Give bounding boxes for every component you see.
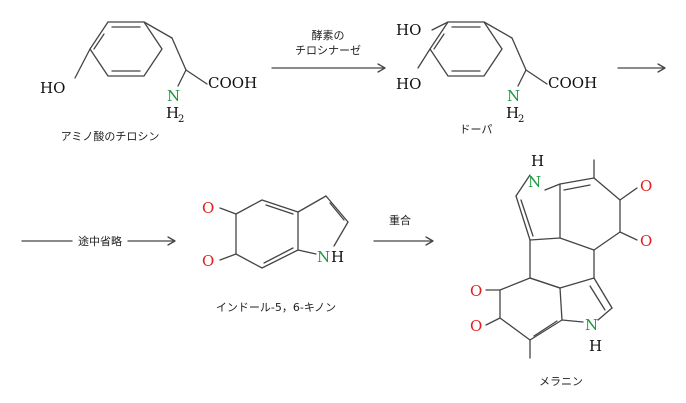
dopa-hydroxyl-label-top: HO (396, 21, 421, 39)
tyrosine-structure (74, 21, 208, 87)
melanin-oxygen-top-2: O (640, 232, 652, 250)
enzyme-label-line1: 酵素の (312, 29, 345, 42)
melanin-oxygen-bottom-1: O (470, 282, 482, 300)
reaction-arrow-4 (373, 236, 434, 246)
melanin-nitrogen-top: N (528, 173, 541, 191)
dopa-structure (417, 21, 548, 87)
enzyme-label-line2: チロシナーゼ (295, 44, 361, 57)
indole-quinone-oxygen-bottom: O (202, 252, 214, 270)
tyrosine-amine-h-label: H (166, 104, 179, 122)
melanin-nitrogen-bottom: N (585, 316, 598, 334)
tyrosine-carboxyl-label: COOH (208, 74, 257, 92)
reaction-arrow-3 (21, 236, 176, 246)
dopa-hydroxyl-label-bottom: HO (396, 75, 421, 93)
melanin-caption: メラニン (539, 375, 583, 388)
intermediate-steps-label: 途中省略 (78, 234, 122, 248)
tyrosine-amine-n-label: N (167, 87, 180, 105)
dopa-amine-h-label: H (506, 104, 519, 122)
tyrosine-caption: アミノ酸のチロシン (61, 129, 160, 143)
indole-quinone-caption: インドール-5，6-キノン (216, 301, 336, 314)
melanin-oxygen-top-1: O (640, 177, 652, 195)
dopa-amine-subscript: 2 (518, 114, 524, 125)
indole-quinone-nh-hydrogen: H (331, 248, 344, 266)
reaction-arrow-2 (617, 63, 666, 73)
dopa-amine-n-label: N (507, 87, 520, 105)
dopa-carboxyl-label: COOH (548, 74, 597, 92)
tyrosine-hydroxyl-label: HO (40, 79, 65, 97)
dopa-caption: ドーパ (460, 123, 493, 136)
tyrosine-amine-subscript: 2 (178, 114, 184, 125)
indole-quinone-nitrogen: N (317, 248, 330, 266)
reaction-arrow-1 (271, 63, 386, 73)
melanin-oxygen-bottom-2: O (470, 317, 482, 335)
melanin-nh-hydrogen-bottom: H (589, 337, 602, 355)
indole-quinone-oxygen-top: O (202, 199, 214, 217)
indole-quinone-structure (219, 195, 349, 269)
melanin-nh-hydrogen-top: H (531, 152, 544, 170)
polymerization-label: 重合 (389, 213, 411, 227)
melanin-structure (485, 159, 638, 359)
